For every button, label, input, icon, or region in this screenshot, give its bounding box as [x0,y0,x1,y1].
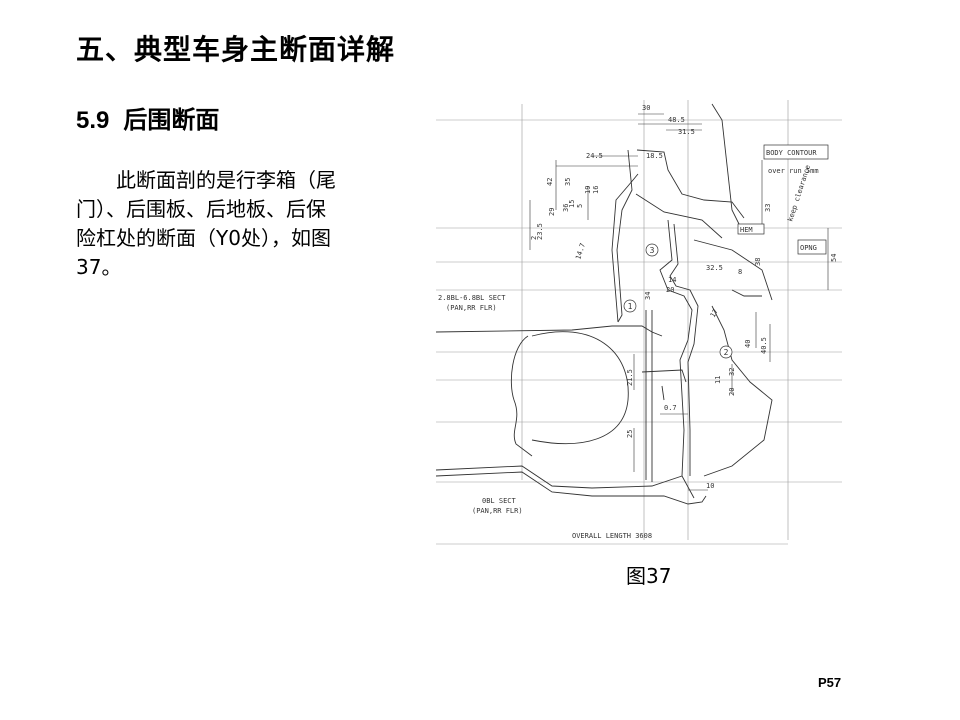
body-contour-label: BODY CONTOUR [766,149,817,157]
hem-label: HEM [740,226,753,234]
overrun-label: over run 5mm [768,167,819,175]
dim-value: 32 [728,368,736,376]
dim-value: 36 [562,204,570,212]
opng-label: OPNG [800,244,817,252]
dim-value: 18.5 [646,152,663,160]
section-label-upper-2: (PAN,RR FLR) [446,304,497,312]
dim-value: 35 [564,178,572,186]
section-heading: 5.9 后围断面 [76,100,219,135]
dim-value: 54 [830,254,838,262]
section-drawing: BODY CONTOUR over run 5mm keep clearance… [432,100,852,548]
dim-value: 25 [626,430,634,438]
dim-value: 24.5 [586,152,603,160]
dim-value: 33 [764,204,772,212]
dim-value: 23.5 [536,223,544,240]
dimension-values: 30 48.5 31.5 24.5 18.5 42 35 19 16 15 5 … [530,104,838,490]
callout-circles [623,243,733,359]
section-label-lower-2: (PAN,RR FLR) [472,507,523,515]
grid-lines [436,100,842,545]
dim-value: 40 [744,340,752,348]
section-number: 5.9 [76,107,110,134]
callout-numbers: 1 2 3 [628,246,729,357]
dim-value: 17 [709,308,720,319]
dim-value: 19 [584,186,592,194]
cad-drawing: BODY CONTOUR over run 5mm keep clearance… [435,100,842,545]
dim-value: 20 [728,388,736,396]
dim-value: 14 [668,276,676,284]
dimension-lines [529,113,829,491]
dim-value: 30 [642,104,650,112]
section-label-lower-1: 0BL SECT [482,497,517,505]
dim-value: 42 [546,178,554,186]
dim-value: 20 [666,286,674,294]
section-outline [435,103,773,505]
callout-number: 1 [628,302,633,311]
page-number: P57 [818,675,842,690]
callout-number: 2 [724,348,729,357]
dim-value: 0.7 [664,404,677,412]
dim-value: 40.5 [760,337,768,354]
dim-value: 38 [754,258,762,266]
dim-value: 32.5 [706,264,723,272]
dim-value: 16 [592,186,600,194]
dim-value: 8 [738,268,742,276]
dim-value: 15 [568,200,576,208]
dim-value: 34 [644,292,652,300]
dim-value: 31.5 [678,128,695,136]
dim-value: 48.5 [668,116,685,124]
dim-value: 11 [714,376,722,384]
body-paragraph: 此断面剖的是行李箱（尾门）、后围板、后地板、后保险杠处的断面（Y0处），如图37… [76,168,336,279]
dim-value: 10 [706,482,714,490]
dim-value: 21.5 [626,369,634,386]
dim-value: 5 [576,204,584,208]
dim-value: 29 [548,208,556,216]
section-title: 后围断面 [123,106,220,134]
slide-title: 五、典型车身主断面详解 [76,33,396,66]
label-boxes [737,144,829,255]
section-label-upper-1: 2.8BL-6.8BL SECT [438,294,506,302]
figure-caption: 图37 [626,564,672,588]
dim-value: 2 [530,236,538,240]
callout-number: 3 [650,246,655,255]
overall-length-label: OVERALL LENGTH 3608 [572,532,652,540]
dim-value: 14.7 [574,242,587,261]
